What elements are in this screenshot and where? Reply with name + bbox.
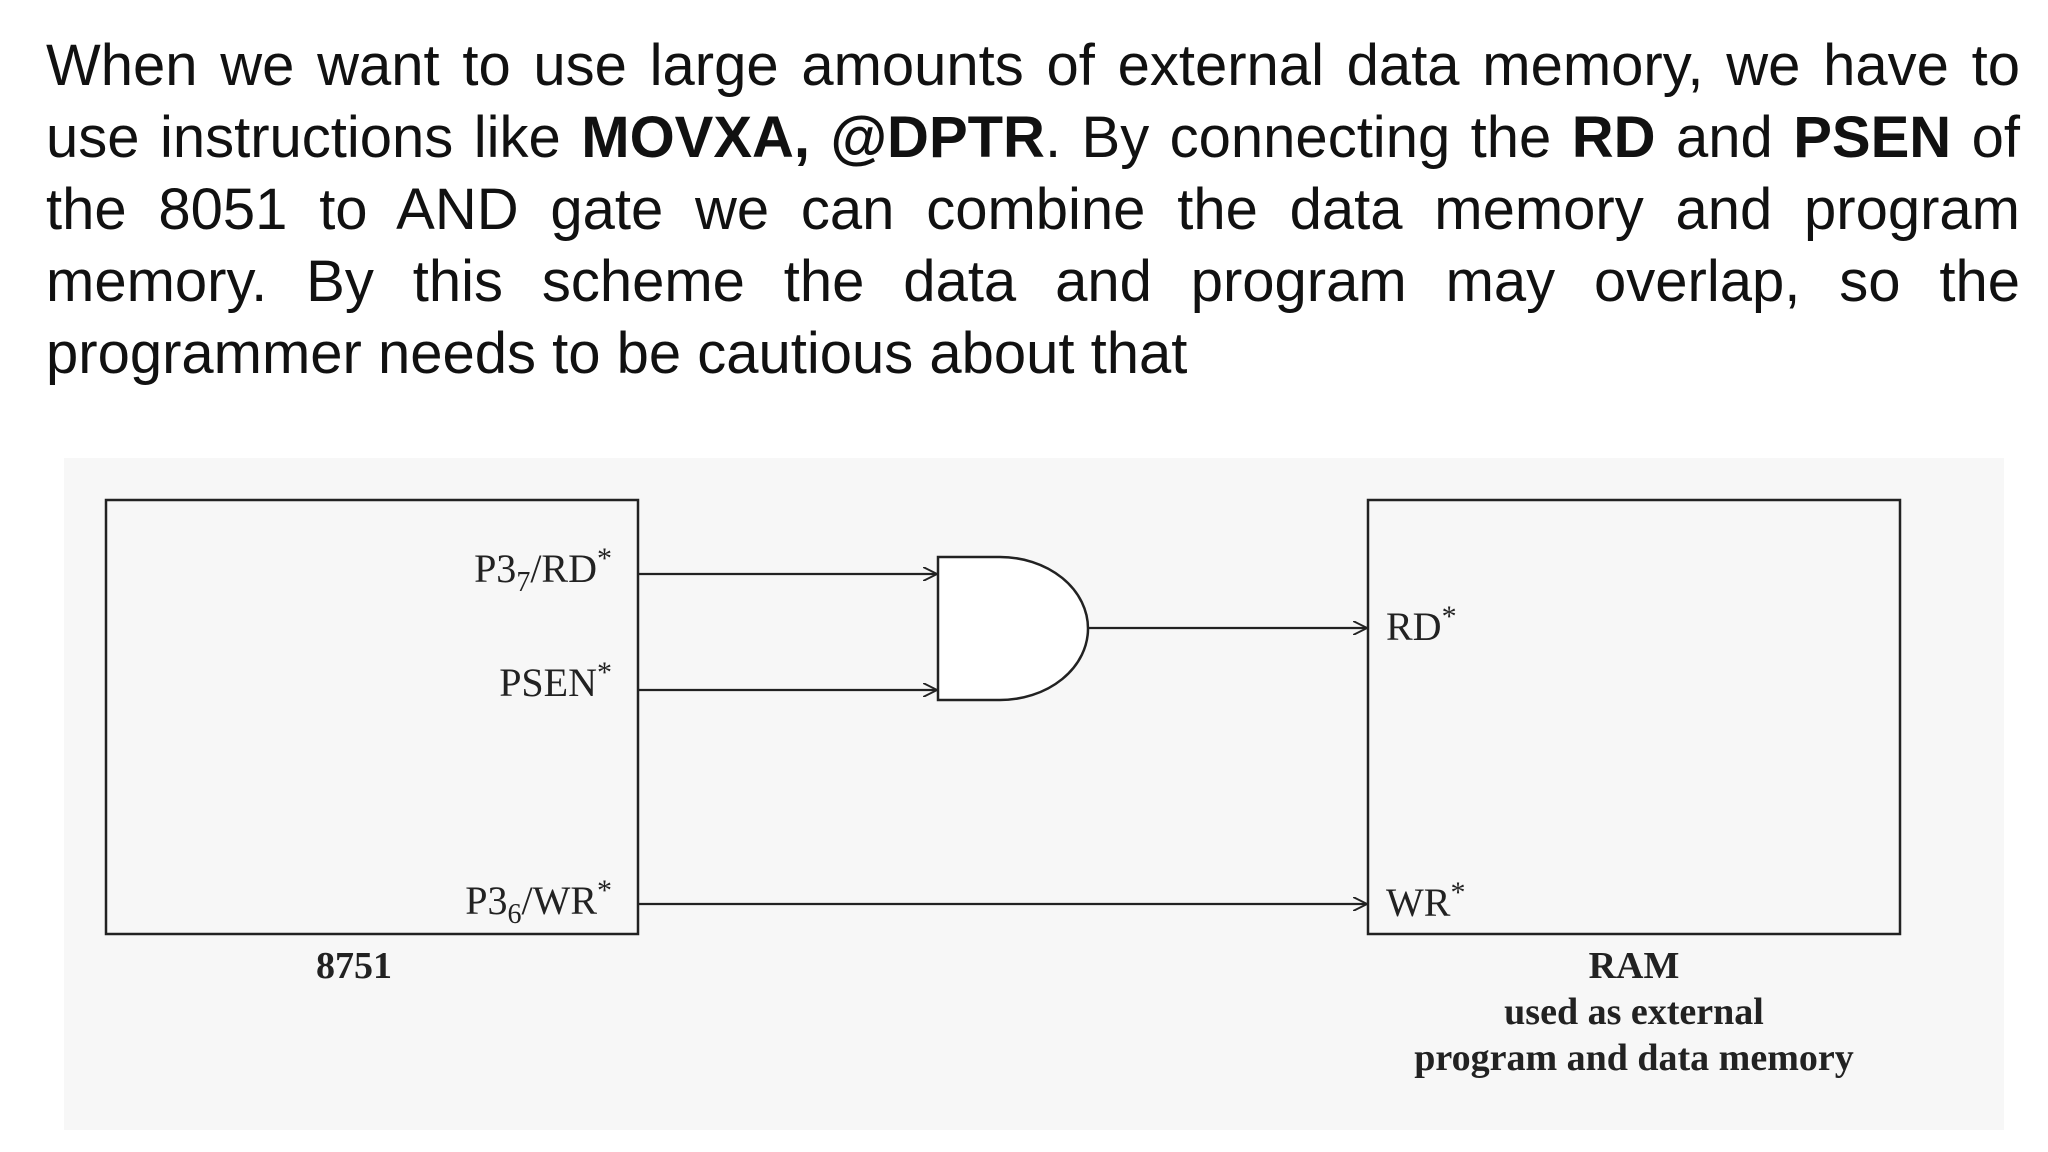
- mcu-pin-wr-label: P36/WR*: [465, 874, 612, 930]
- and-gate: [936, 555, 1090, 702]
- paragraph-text-4: of the 8051 to AND gate we can combine t…: [46, 105, 2020, 386]
- rd-signal-name: RD: [1571, 105, 1656, 170]
- ram-pin-wr-label: WR*: [1386, 876, 1465, 925]
- mcu-pin-rd-label: P37/RD*: [474, 542, 612, 598]
- ram-pin-rd-label: RD*: [1386, 600, 1457, 649]
- paragraph-text-3: and: [1655, 105, 1794, 170]
- mcu-pin-psen-label: PSEN*: [499, 656, 612, 705]
- instruction-name: MOVXA, @DPTR: [581, 105, 1045, 170]
- paragraph-text-1: When we want to use large amounts of ext…: [46, 33, 2020, 170]
- ram-caption-title: RAM: [1589, 945, 1680, 987]
- paragraph-text-2: . By connecting the: [1044, 105, 1572, 170]
- ram-caption-line2: used as external: [1504, 991, 1764, 1033]
- ram-caption-line3: program and data memory: [1414, 1037, 1853, 1079]
- description-paragraph: When we want to use large amounts of ext…: [46, 30, 2020, 390]
- mcu-box: [104, 498, 640, 936]
- psen-signal-name: PSEN: [1793, 105, 1952, 170]
- ram-box: [1366, 498, 1902, 936]
- mcu-name-label: 8751: [316, 945, 392, 987]
